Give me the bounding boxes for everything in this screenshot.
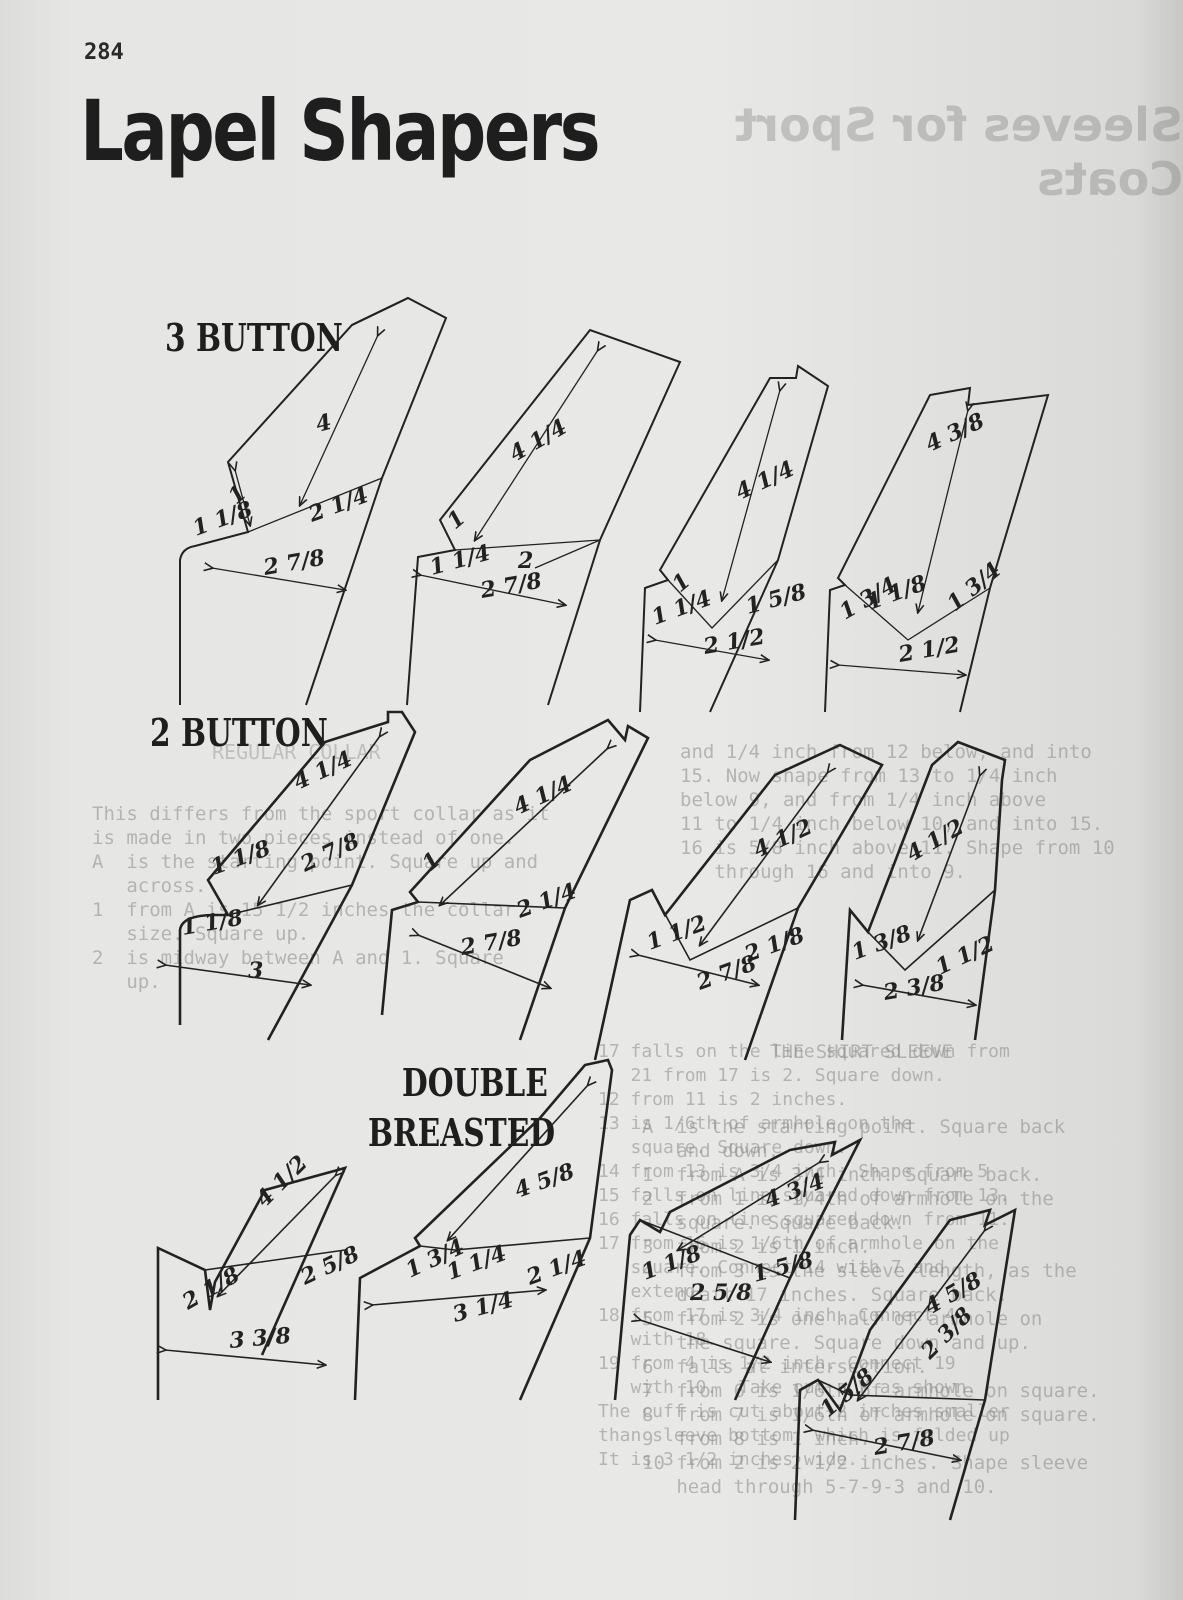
measurement-label-d10-0: 4 5/8 <box>511 1158 578 1204</box>
measurement-label-d3-4: 2 1/2 <box>701 624 767 660</box>
measurement-label-d6-0: 4 1/4 <box>510 771 577 821</box>
measurement-label-d1-4: 2 7/8 <box>261 545 327 581</box>
measurement-label-d8-1: 1 3/8 <box>848 920 915 966</box>
measurement-label-d4-2: 1 1/8 <box>863 570 930 616</box>
measurement-label-d8-3: 2 3/8 <box>881 970 947 1006</box>
measurement-label-d7-0: 4 1/2 <box>750 814 817 864</box>
measurement-label-d9-0: 4 1/2 <box>251 1150 313 1212</box>
measurement-label-d11-0: 4 3/4 <box>761 1168 828 1214</box>
measurement-label-d7-1: 1 1/2 <box>643 910 710 956</box>
lapel-diagram-2btn-b <box>380 718 650 1041</box>
lapel-diagram-3btn-a <box>179 296 448 706</box>
measurement-label-d12-3: 2 7/8 <box>871 1425 937 1461</box>
lapel-diagram-2btn-c <box>593 743 884 1061</box>
lapel-diagram-2btn-d <box>840 740 1007 1041</box>
measurement-label-d5-2: 2 7/8 <box>296 828 364 878</box>
lapel-diagram-3btn-c <box>639 364 830 713</box>
measurement-label-d11-1: 1 1/8 <box>638 1240 705 1286</box>
measurement-label-d7-3: 2 7/8 <box>692 950 760 996</box>
lapel-diagram-db-a <box>158 1166 348 1400</box>
measurement-label-d6-1: 1 <box>417 847 445 877</box>
measurement-label-d3-0: 4 1/4 <box>732 456 799 506</box>
measurement-label-d10-4: 3 1/4 <box>450 1287 516 1328</box>
measurement-label-d9-3: 3 3/8 <box>228 1323 292 1354</box>
lapel-diagram-db-c <box>613 1136 864 1401</box>
measurement-label-d2-2: 2 <box>517 548 533 574</box>
bleed-through-shirt-sleeve-heading: THE SHIRT SLEEVE <box>770 1041 954 1063</box>
measurement-label-d2-0: 4 1/4 <box>505 414 571 467</box>
measurement-label-d2-3: 1 1/4 <box>427 540 493 581</box>
measurement-label-d2-1: 1 <box>442 505 470 535</box>
measurement-label-d5-0: 4 1/4 <box>290 746 357 796</box>
measurement-label-d1-0: 4 <box>313 409 334 438</box>
lapel-diagram-db-d <box>793 1207 1017 1521</box>
measurement-label-d12-2: 1 5/8 <box>815 1363 879 1423</box>
measurement-label-d3-3: 1 5/8 <box>743 579 809 620</box>
lapel-diagram-2btn-a <box>165 710 417 1041</box>
measurement-label-d9-1: 2 5/8 <box>296 1241 364 1291</box>
measurement-label-d6-3: 2 7/8 <box>458 925 524 961</box>
lapel-diagram-3btn-d <box>824 386 1050 713</box>
measurement-label-d5-3: 1 1/8 <box>180 905 245 941</box>
measurement-label-d5-4: 3 <box>248 958 263 984</box>
measurement-label-d1-3: 1 1/8 <box>189 496 256 542</box>
measurement-label-d11-3: 2 5/8 <box>689 1280 752 1306</box>
lapel-diagram-db-b <box>353 1058 614 1401</box>
measurement-label-d11-2: 1 5/8 <box>750 1247 816 1288</box>
page-number: 284 <box>84 40 124 65</box>
measurement-label-d4-3: 1 3/4 <box>942 557 1006 617</box>
measurement-label-d4-0: 4 3/8 <box>922 408 989 458</box>
measurement-label-d6-2: 2 1/4 <box>512 878 580 924</box>
lapel-diagram-3btn-b <box>406 328 682 706</box>
measurement-label-d1-2: 2 1/4 <box>304 482 372 528</box>
page-title: Lapel Shapers <box>80 82 601 180</box>
measurement-label-d8-0: 4 1/2 <box>902 814 968 867</box>
measurement-label-d10-3: 2 1/4 <box>522 1245 590 1291</box>
